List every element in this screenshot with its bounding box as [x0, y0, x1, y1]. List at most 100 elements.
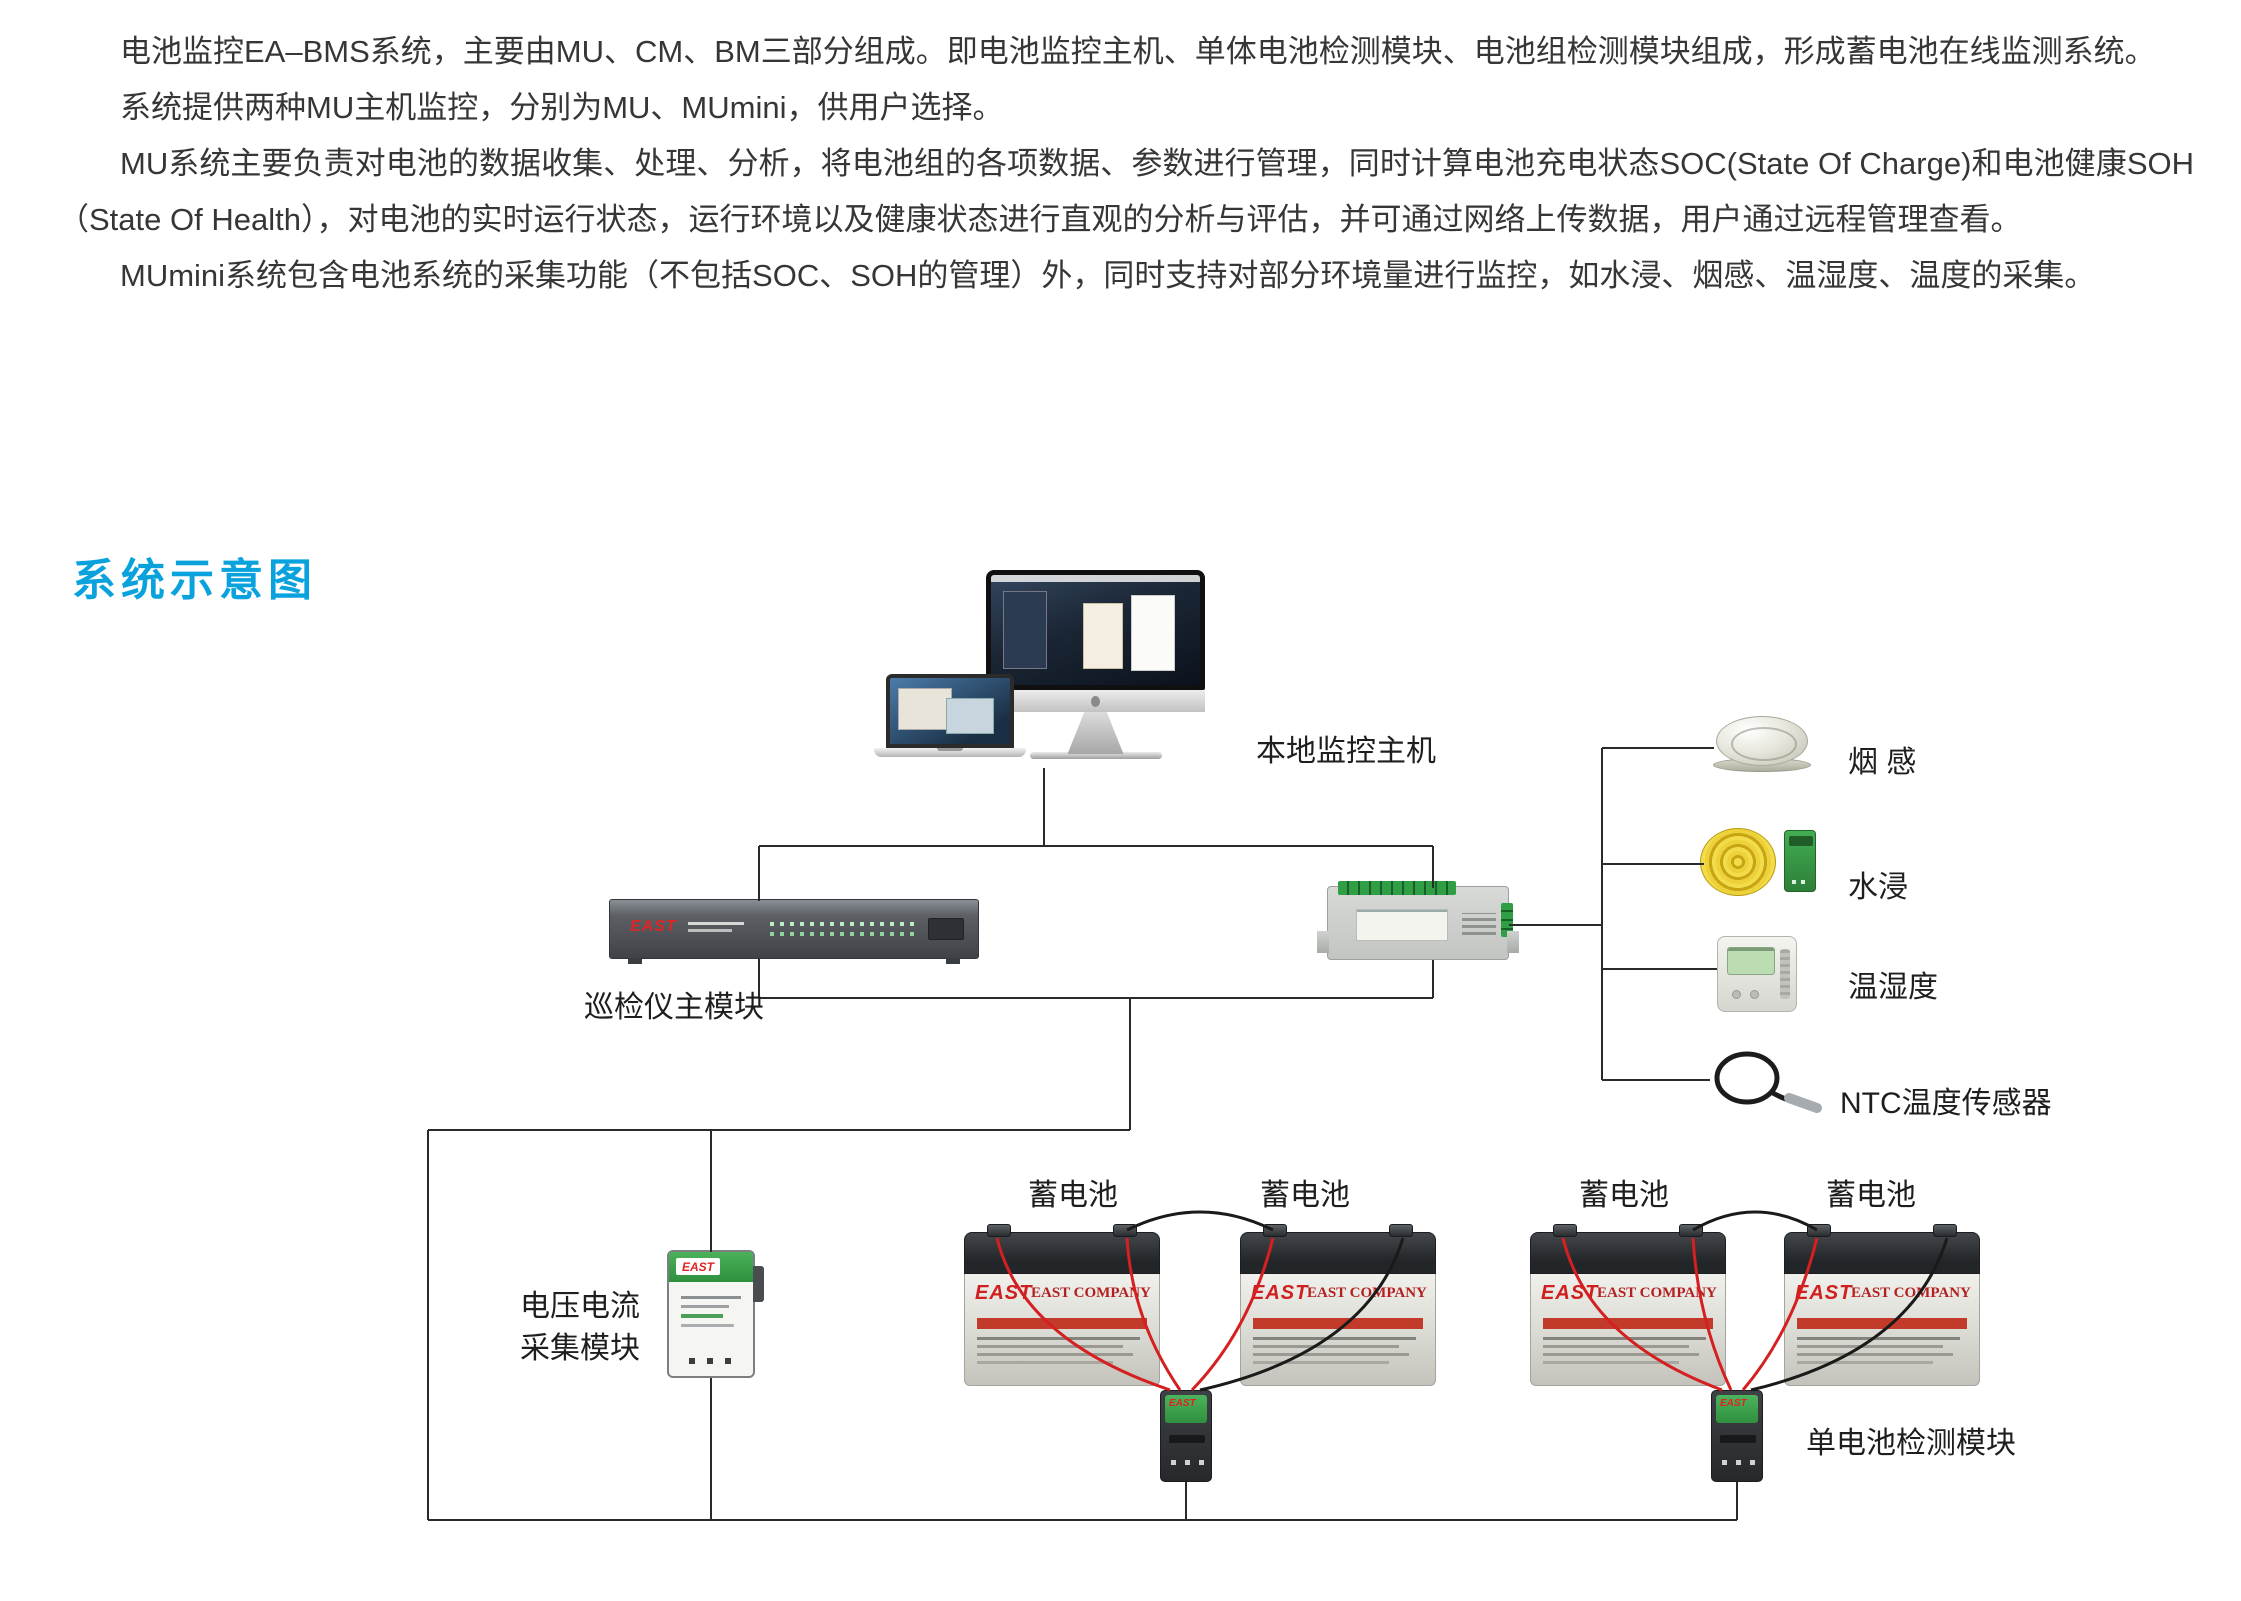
menubar-shape [991, 575, 1200, 582]
battery-terminal [1263, 1224, 1287, 1237]
module-header: EAST [669, 1252, 753, 1282]
window-shape [1003, 591, 1047, 669]
terminal-block [1501, 903, 1513, 937]
module-connector-tab [753, 1266, 764, 1302]
battery-terminal [1389, 1224, 1413, 1237]
battery-terminal [1679, 1224, 1703, 1237]
label-smoke-sensor: 烟 感 [1848, 746, 1917, 779]
battery-brand-logo: EAST [1251, 1282, 1309, 1304]
module-print-lines [681, 1296, 741, 1336]
single-battery-detect-module: EAST [1711, 1390, 1763, 1482]
intro-section: 电池监控EA–BMS系统，主要由MU、CM、BM三部分组成。即电池监控主机、单体… [58, 24, 2194, 304]
module-brand-logo: EAST [1169, 1398, 1196, 1409]
voltage-current-module: EAST [667, 1250, 764, 1378]
smoke-sensor-icon [1712, 716, 1812, 788]
battery-icon: EAST EAST COMPANY [1784, 1224, 1980, 1386]
module-indicator-dots [1171, 1460, 1205, 1465]
environment-controller [1317, 881, 1519, 960]
label-voltage-current-module: 电压电流 采集模块 [518, 1286, 642, 1370]
module-brand-logo: EAST [681, 1259, 714, 1274]
single-battery-detect-module: EAST [1160, 1390, 1212, 1482]
brand-chip: EAST [676, 1258, 720, 1275]
rack-led-row [770, 922, 920, 926]
module-header: EAST [1716, 1395, 1758, 1423]
label-single-battery-module: 单电池检测模块 [1806, 1427, 2016, 1460]
water-sensor-cable-coil [1700, 828, 1776, 896]
battery-company-text: EAST COMPANY [1307, 1285, 1427, 1301]
smoke-sensor-dome [1716, 716, 1808, 766]
window-shape [946, 698, 994, 734]
controller-label-sticker [1356, 909, 1448, 941]
battery-terminal [1933, 1224, 1957, 1237]
ntc-probe-drawing [1714, 1051, 1822, 1113]
temp-humidity-sensor-icon [1717, 936, 1797, 1012]
label-voltage-current-line1: 电压电流 [520, 1290, 640, 1323]
rack-foot [628, 958, 642, 964]
battery-company-text: EAST COMPANY [1031, 1285, 1151, 1301]
rack-ports [928, 918, 964, 940]
battery-print-lines [1543, 1318, 1713, 1374]
macbook-base [874, 748, 1026, 757]
rack-led-row [770, 932, 920, 936]
sensor-vent [1780, 949, 1790, 999]
apple-logo-icon [1091, 695, 1100, 707]
battery-body: EAST EAST COMPANY [1784, 1274, 1980, 1386]
lcd-screen [1727, 947, 1775, 975]
battery-body: EAST EAST COMPANY [1240, 1274, 1436, 1386]
battery-print-lines [1253, 1318, 1423, 1374]
module-indicator-dots [1722, 1460, 1756, 1465]
battery-print-lines [977, 1318, 1147, 1374]
battery-icon: EAST EAST COMPANY [964, 1224, 1160, 1386]
bus-lines [427, 747, 1738, 1521]
label-ntc-sensor: NTC温度传感器 [1840, 1087, 2052, 1120]
battery-top [1240, 1224, 1436, 1274]
ntc-temp-sensor-icon [1705, 1042, 1825, 1122]
battery-top [964, 1224, 1160, 1274]
battery-icon: EAST EAST COMPANY [1240, 1224, 1436, 1386]
terminal-block [1338, 881, 1456, 895]
label-battery-3: 蓄电池 [1579, 1179, 1669, 1212]
macbook-screen [886, 674, 1014, 748]
label-local-host: 本地监控主机 [1256, 735, 1436, 768]
label-water-sensor: 水浸 [1848, 871, 1908, 904]
battery-terminal [1113, 1224, 1137, 1237]
module-indicator-dots [689, 1358, 737, 1364]
battery-print-lines [1797, 1318, 1967, 1374]
window-shape [1083, 603, 1123, 669]
battery-terminal [1553, 1224, 1577, 1237]
mounting-flange [1507, 931, 1519, 953]
imac-stand [1067, 712, 1124, 754]
battery-icon: EAST EAST COMPANY [1530, 1224, 1726, 1386]
battery-brand-logo: EAST [1795, 1282, 1853, 1304]
mounting-flange [1317, 931, 1329, 953]
battery-body: EAST EAST COMPANY [964, 1274, 1160, 1386]
rack-foot [946, 958, 960, 964]
controller-vents [1462, 913, 1496, 935]
battery-terminal [1807, 1224, 1831, 1237]
label-temp-humidity-sensor: 温湿度 [1848, 971, 1938, 1004]
battery-top [1784, 1224, 1980, 1274]
intro-paragraph-1: 电池监控EA–BMS系统，主要由MU、CM、BM三部分组成。即电池监控主机、单体… [120, 34, 2156, 69]
water-sensor-terminal [1784, 830, 1816, 892]
imac-computer [986, 570, 1205, 759]
section-title: 系统示意图 [72, 556, 317, 605]
window-shape [1131, 595, 1175, 671]
battery-terminal [987, 1224, 1011, 1237]
label-battery-1: 蓄电池 [1028, 1179, 1118, 1212]
water-leak-sensor-icon [1700, 824, 1830, 904]
battery-company-text: EAST COMPANY [1851, 1285, 1971, 1301]
label-voltage-current-line2: 采集模块 [520, 1332, 640, 1365]
module-brand-logo: EAST [1720, 1398, 1747, 1409]
battery-body: EAST EAST COMPANY [1530, 1274, 1726, 1386]
intro-paragraph-2: 系统提供两种MU主机监控，分别为MU、MUmini，供用户选择。 [120, 90, 1004, 125]
macbook-computer [874, 674, 1026, 757]
battery-company-text: EAST COMPANY [1597, 1285, 1717, 1301]
battery-top [1530, 1224, 1726, 1274]
battery-brand-logo: EAST [975, 1282, 1033, 1304]
intro-paragraph-3: MU系统主要负责对电池的数据收集、处理、分析，将电池组的各项数据、参数进行管理，… [58, 146, 2194, 237]
inspection-main-module: EAST [609, 899, 979, 964]
label-battery-4: 蓄电池 [1826, 1179, 1916, 1212]
imac-screen [986, 570, 1205, 690]
